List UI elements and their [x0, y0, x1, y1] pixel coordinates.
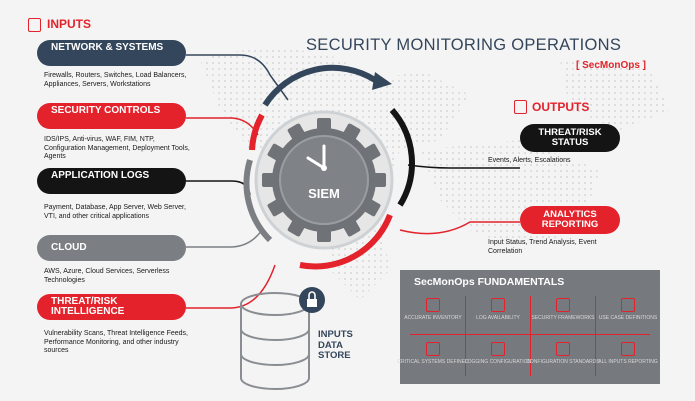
lock-icon: [299, 287, 325, 313]
siem-label: SIEM: [308, 186, 340, 201]
output-analytics-reporting: ANALYTICS REPORTING: [520, 206, 620, 234]
fundamentals-panel: SecMonOps FUNDAMENTALS ACCURATE INVENTOR…: [397, 270, 660, 384]
fundamental-item: LOG AVAILABILITY: [458, 298, 538, 321]
fundamental-item: ALL INPUTS REPORTING: [588, 342, 668, 365]
ring-arcs: [243, 64, 415, 270]
logging-config-icon: [491, 342, 505, 356]
fundamental-item: ACCURATE INVENTORY: [393, 298, 473, 321]
inventory-icon: [426, 298, 440, 312]
reporting-icon: [621, 342, 635, 356]
input-network-systems: NETWORK & SYSTEMS: [37, 40, 186, 66]
database-icon: [240, 292, 310, 390]
input-application-desc: Payment, Database, App Server, Web Serve…: [44, 204, 186, 220]
output-threat-desc: Events, Alerts, Escalations: [488, 157, 571, 164]
fundamentals-vline-2: [530, 296, 531, 376]
outputs-heading: OUTPUTS: [532, 100, 590, 114]
page-subtitle: [ SecMonOps ]: [576, 60, 647, 71]
framework-icon: [556, 298, 570, 312]
fundamentals-vline-1: [465, 296, 466, 376]
fundamental-item: USE CASE DEFINITIONS: [588, 298, 668, 321]
fundamental-item: SECURITY FRAMEWORKS: [523, 298, 603, 321]
inputs-heading: INPUTS: [47, 17, 92, 31]
input-network-desc: Firewalls, Routers, Switches, Load Balan…: [44, 72, 187, 88]
output-threat-status: THREAT/RISK STATUS: [520, 124, 620, 152]
inputs-icon: [28, 18, 41, 32]
critical-systems-icon: [426, 342, 440, 356]
input-security-controls: SECURITY CONTROLS: [37, 103, 186, 129]
data-store-label: INPUTS DATA STORE: [318, 329, 353, 361]
input-cloud: CLOUD: [37, 235, 186, 261]
config-standards-icon: [556, 342, 570, 356]
fundamentals-vline-3: [595, 296, 596, 376]
input-security-desc: IDS/IPS, Anti-virus, WAF, FIM, NTP, Conf…: [44, 136, 190, 160]
gear-icon: [262, 118, 386, 242]
log-icon: [491, 298, 505, 312]
input-threat-desc: Vulnerability Scans, Threat Intelligence…: [44, 330, 188, 354]
fundamental-item: CRITICAL SYSTEMS DEFINED: [393, 342, 473, 365]
clock-icon: [306, 144, 327, 171]
use-case-icon: [621, 298, 635, 312]
output-analytics-desc: Input Status, Trend Analysis, Event Corr…: [488, 239, 597, 255]
fundamentals-title: SecMonOps FUNDAMENTALS: [414, 276, 565, 288]
input-cloud-desc: AWS, Azure, Cloud Services, Serverless T…: [44, 268, 170, 284]
fundamental-item: LOGGING CONFIGURATION: [458, 342, 538, 365]
input-application-logs: APPLICATION LOGS: [37, 168, 186, 194]
outputs-icon: [514, 100, 527, 114]
input-threat-intelligence: THREAT/RISK INTELLIGENCE: [37, 294, 186, 320]
page-title: SECURITY MONITORING OPERATIONS: [306, 36, 622, 54]
fundamental-item: CONFIGURATION STANDARDS: [523, 342, 603, 365]
